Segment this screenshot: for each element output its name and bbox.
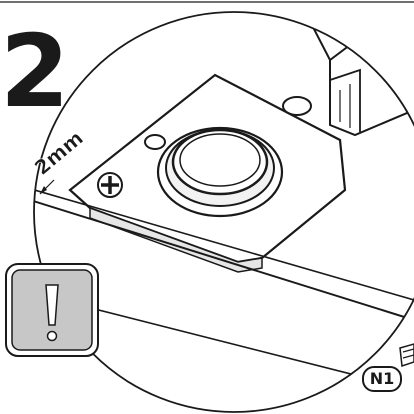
surface-line [34, 179, 414, 301]
surface-edge-line [34, 199, 414, 321]
callout-label-n1: N1 [362, 366, 402, 392]
warning-box [5, 263, 99, 357]
exclamation-icon [45, 284, 59, 342]
wall-flange [329, 68, 361, 132]
mounting-hole-top [282, 96, 312, 116]
step-number: 2 [0, 13, 70, 130]
part-n1-icon [399, 343, 414, 368]
detail-view [34, 12, 414, 391]
nut-inner [179, 133, 261, 187]
plate-top-edge [60, 12, 414, 62]
phillips-cross [101, 176, 119, 194]
detail-circle [33, 11, 414, 413]
mounting-hole-left [144, 134, 166, 150]
side-wall [329, 60, 414, 137]
dimension-label: 2mm [30, 126, 88, 180]
